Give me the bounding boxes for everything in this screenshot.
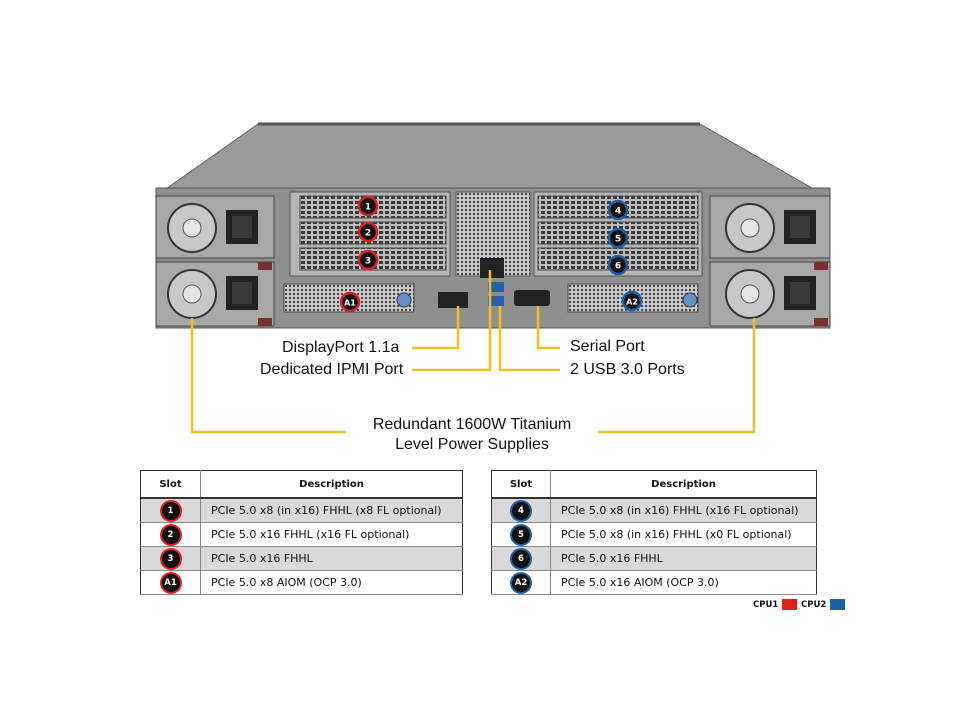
description-header: Description xyxy=(550,470,817,499)
callout-lines xyxy=(190,270,756,434)
svg-text:6: 6 xyxy=(615,262,621,272)
table-row: A2 PCIe 5.0 x16 AIOM (OCP 3.0) xyxy=(491,570,817,595)
svg-text:4: 4 xyxy=(615,207,621,217)
ipmi-port-shape xyxy=(480,258,504,278)
slot-description: PCIe 5.0 x8 (in x16) FHHL (x8 FL optiona… xyxy=(200,498,463,523)
badge-slot-a1: A1 xyxy=(339,291,361,313)
badge-slot-4: 4 xyxy=(607,199,629,221)
slot-badge: 6 xyxy=(512,549,530,568)
slot-badge: 1 xyxy=(161,501,180,520)
slot-header: Slot xyxy=(140,470,201,499)
slot-description: PCIe 5.0 x16 FHHL xyxy=(200,546,463,571)
description-header: Description xyxy=(200,470,463,499)
psu-label-line2: Level Power Supplies xyxy=(395,436,549,453)
svg-text:A2: A2 xyxy=(626,298,638,307)
svg-text:5: 5 xyxy=(615,235,621,245)
table-row: 1 PCIe 5.0 x8 (in x16) FHHL (x8 FL optio… xyxy=(140,498,463,523)
legend-cpu1-swatch xyxy=(782,599,797,610)
ipmi-port-label: Dedicated IPMI Port xyxy=(260,361,404,378)
svg-text:2: 2 xyxy=(365,229,371,239)
psu-label-line1: Redundant 1600W Titanium xyxy=(372,416,572,433)
table-row: 4 PCIe 5.0 x8 (in x16) FHHL (x16 FL opti… xyxy=(491,498,817,523)
center-io-panel xyxy=(438,191,550,308)
badge-slot-1: 1 xyxy=(357,195,379,217)
serial-port-label: Serial Port xyxy=(570,338,645,355)
legend-cpu2-swatch xyxy=(830,599,845,610)
slot-badge: A1 xyxy=(161,573,180,592)
serial-port-shape xyxy=(514,290,550,306)
slot-description: PCIe 5.0 x8 (in x16) FHHL (x16 FL option… xyxy=(550,498,817,523)
slot-badge: 4 xyxy=(512,501,530,520)
svg-text:1: 1 xyxy=(365,203,371,213)
table-row: 3 PCIe 5.0 x16 FHHL xyxy=(140,546,463,571)
table-row: A1 PCIe 5.0 x8 AIOM (OCP 3.0) xyxy=(140,570,463,595)
slot-header: Slot xyxy=(491,470,551,499)
table-row: 6 PCIe 5.0 x16 FHHL xyxy=(491,546,817,571)
right-power-supplies xyxy=(709,195,831,327)
slot-badge: 2 xyxy=(161,525,180,544)
slot-badge: 3 xyxy=(161,549,180,568)
usb-port-shape xyxy=(488,282,504,292)
displayport-shape xyxy=(438,292,468,308)
slot-description: PCIe 5.0 x16 FHHL (x16 FL optional) xyxy=(200,522,463,547)
badge-slot-6: 6 xyxy=(607,254,629,276)
displayport-label: DisplayPort 1.1a xyxy=(282,339,400,356)
legend-cpu2-label: CPU2 xyxy=(801,600,827,610)
table-row: 5 PCIe 5.0 x8 (in x16) FHHL (x0 FL optio… xyxy=(491,522,817,547)
svg-text:A1: A1 xyxy=(344,299,356,308)
badge-slot-5: 5 xyxy=(607,227,629,249)
slot-description: PCIe 5.0 x16 AIOM (OCP 3.0) xyxy=(550,570,817,595)
badge-slot-a2: A2 xyxy=(621,290,643,312)
svg-text:3: 3 xyxy=(365,257,371,267)
badge-slot-2: 2 xyxy=(357,221,379,243)
usb-ports-label: 2 USB 3.0 Ports xyxy=(570,361,685,378)
badge-slot-3: 3 xyxy=(357,249,379,271)
cpu2-slot-table: Slot Description 4 PCIe 5.0 x8 (in x16) … xyxy=(491,470,817,595)
chassis-top-lid xyxy=(154,123,828,197)
cpu1-slot-table: Slot Description 1 PCIe 5.0 x8 (in x16) … xyxy=(140,470,463,595)
legend-cpu1-label: CPU1 xyxy=(753,600,779,610)
slot-description: PCIe 5.0 x8 AIOM (OCP 3.0) xyxy=(200,570,463,595)
psu-label: Redundant 1600W Titanium Level Power Sup… xyxy=(348,415,596,455)
slot-badge: A2 xyxy=(512,573,530,592)
slot-description: PCIe 5.0 x16 FHHL xyxy=(550,546,817,571)
slot-badge: 5 xyxy=(512,525,530,544)
table-row: 2 PCIe 5.0 x16 FHHL (x16 FL optional) xyxy=(140,522,463,547)
chassis-slot-badges: 1 2 3 A1 4 5 6 A2 xyxy=(339,195,643,313)
slot-description: PCIe 5.0 x8 (in x16) FHHL (x0 FL optiona… xyxy=(550,522,817,547)
